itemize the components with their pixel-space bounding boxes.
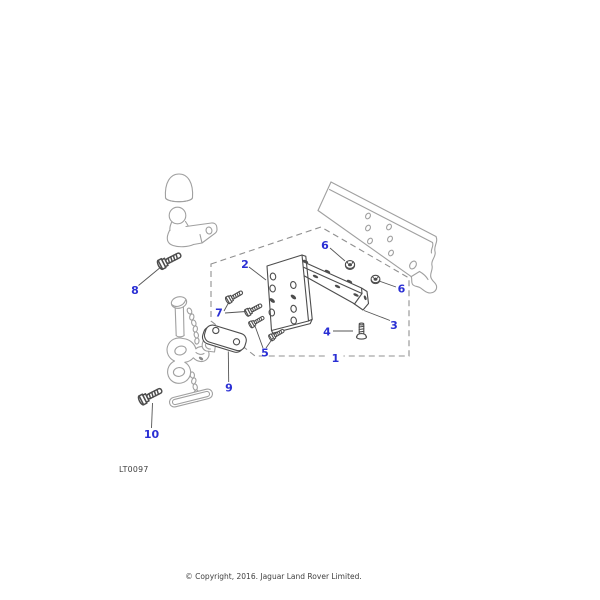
- chassis-rail: [317, 181, 438, 294]
- leader-7: [223, 301, 247, 314]
- callout-1[interactable]: 1: [332, 352, 340, 365]
- callouts: 1 2 3 4 5 6 6 7 8 9 10: [131, 239, 406, 441]
- safety-chain-upper: [186, 307, 200, 345]
- callout-6a[interactable]: 6: [321, 239, 329, 252]
- tow-ball-cover: [164, 173, 194, 203]
- leader-3: [363, 310, 391, 321]
- hook-tail: [168, 388, 214, 408]
- leader-8: [138, 266, 162, 286]
- drawing-code: LT0097: [119, 465, 149, 474]
- callout-6b[interactable]: 6: [398, 283, 406, 296]
- leader-6a: [329, 247, 346, 262]
- bolt-7a: [224, 288, 245, 305]
- callout-7[interactable]: 7: [215, 307, 223, 320]
- nut-6b: [370, 274, 381, 285]
- bolt-5a: [247, 313, 266, 329]
- leader-6b: [378, 280, 397, 288]
- leader-10: [151, 402, 153, 429]
- leader-5: [254, 325, 274, 349]
- callout-3[interactable]: 3: [390, 319, 398, 332]
- callout-4[interactable]: 4: [323, 326, 331, 339]
- screw-4: [355, 322, 368, 340]
- callout-1-backing: [327, 350, 344, 364]
- nut-6a: [344, 260, 356, 270]
- callout-2[interactable]: 2: [241, 258, 249, 271]
- callout-9[interactable]: 9: [225, 382, 233, 395]
- callout-5[interactable]: 5: [261, 347, 269, 360]
- fasteners: [136, 249, 381, 407]
- tow-ball-mount: [166, 206, 218, 248]
- kit-boundary-dashed-box: [210, 226, 410, 357]
- towing-pin: [170, 296, 188, 338]
- pintle-hook-assembly: [166, 296, 217, 408]
- bolt-10: [136, 384, 165, 407]
- callout-10[interactable]: 10: [144, 428, 160, 441]
- leader-2: [248, 266, 267, 281]
- leader-lines: [138, 247, 397, 429]
- spacer-plate: [201, 324, 247, 353]
- callout-8[interactable]: 8: [131, 284, 139, 297]
- copyright-notice: © Copyright, 2016. Jaguar Land Rover Lim…: [185, 572, 362, 581]
- rail-bolt-holes: [364, 212, 417, 270]
- bolt-7b: [243, 301, 264, 318]
- mounting-plate: [266, 254, 313, 334]
